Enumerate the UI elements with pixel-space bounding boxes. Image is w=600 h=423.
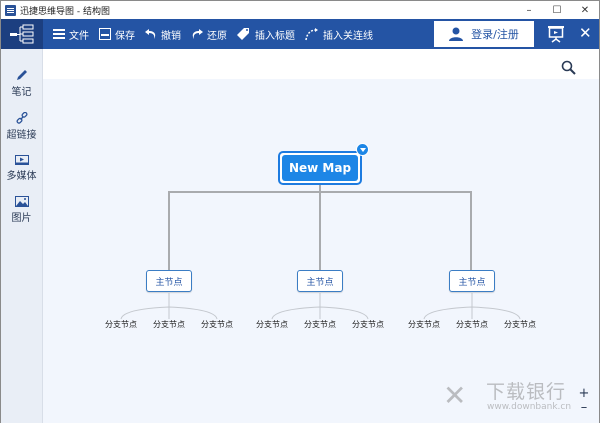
root-node-label: New Map <box>282 155 358 181</box>
insert-title-button[interactable]: 插入标题 <box>237 19 295 49</box>
sidebar: 笔记 超链接 多媒体 图片 <box>1 49 43 423</box>
undo-label: 撤销 <box>161 30 181 42</box>
close-document-button[interactable]: ✕ <box>579 24 592 42</box>
structure-icon <box>10 24 34 44</box>
collapse-toggle-icon[interactable] <box>356 143 369 156</box>
sidebar-item-hyperlink[interactable]: 超链接 <box>1 112 42 141</box>
root-node[interactable]: New Map <box>278 151 362 185</box>
watermark-url: www.downbank.cn <box>487 402 572 412</box>
sidebar-item-multimedia[interactable]: 多媒体 <box>1 155 42 182</box>
login-register-button[interactable]: 登录/注册 <box>434 21 534 47</box>
watermark: ✕ 下载银行 www.downbank.cn <box>443 375 591 421</box>
sub-node[interactable]: 分支节点 <box>256 320 288 329</box>
watermark-text: 下载银行 <box>486 381 567 403</box>
user-icon <box>449 27 464 41</box>
redo-icon <box>192 29 203 39</box>
sub-node[interactable]: 分支节点 <box>201 320 233 329</box>
insert-connector-label: 插入关连线 <box>323 30 373 42</box>
sub-node[interactable]: 分支节点 <box>105 320 137 329</box>
sub-node[interactable]: 分支节点 <box>352 320 384 329</box>
undo-icon <box>145 29 156 39</box>
image-icon <box>14 196 29 207</box>
close-window-button[interactable]: ✕ <box>580 4 590 16</box>
sidebar-item-image[interactable]: 图片 <box>1 196 42 224</box>
sub-branch-curves <box>120 293 521 320</box>
toolbar: 文件 保存 撤销 还原 插入标题 插入关连线 登录/注册 ✕ <box>1 19 599 49</box>
watermark-logo-icon: ✕ <box>443 379 467 412</box>
file-menu-button[interactable]: 文件 <box>53 19 89 49</box>
window-controls: – ☐ ✕ <box>515 1 599 19</box>
branch-connector-2 <box>319 191 321 270</box>
save-icon <box>99 28 111 40</box>
sidebar-item-label: 超链接 <box>6 130 37 141</box>
undo-button[interactable]: 撤销 <box>145 19 181 49</box>
menu-icon <box>53 29 65 39</box>
sub-node[interactable]: 分支节点 <box>408 320 440 329</box>
search-icon <box>561 60 576 75</box>
presentation-button[interactable] <box>547 25 565 47</box>
save-button[interactable]: 保存 <box>99 19 135 49</box>
link-icon <box>15 112 28 124</box>
media-icon <box>14 155 29 165</box>
connector-icon <box>305 28 318 41</box>
sidebar-item-notes[interactable]: 笔记 <box>1 69 42 98</box>
mindmap-canvas[interactable]: New Map 主节点 主节点 主节点 分支节点 分支节点 分支节点 分支节点 … <box>43 79 599 423</box>
window-title: 迅捷思维导图 - 结构图 <box>20 6 110 17</box>
main-node[interactable]: 主节点 <box>297 270 343 292</box>
zoom-in-button[interactable]: + <box>578 386 590 401</box>
zoom-out-button[interactable]: – <box>580 400 588 415</box>
title-bar: 迅捷思维导图 - 结构图 – ☐ ✕ <box>1 1 599 19</box>
login-label: 登录/注册 <box>471 28 519 41</box>
main-node[interactable]: 主节点 <box>449 270 495 292</box>
insert-connector-button[interactable]: 插入关连线 <box>305 19 373 49</box>
pencil-icon <box>16 70 27 80</box>
branch-connector-1 <box>168 191 170 270</box>
branch-connector-3 <box>470 191 472 270</box>
sub-node[interactable]: 分支节点 <box>504 320 536 329</box>
redo-label: 还原 <box>207 30 227 42</box>
sub-node[interactable]: 分支节点 <box>456 320 488 329</box>
minimize-button[interactable]: – <box>526 4 532 16</box>
sub-node[interactable]: 分支节点 <box>304 320 336 329</box>
tag-icon <box>237 28 249 40</box>
file-label: 文件 <box>69 30 89 42</box>
insert-title-label: 插入标题 <box>255 30 295 42</box>
redo-button[interactable]: 还原 <box>191 19 227 49</box>
canvas-topbar <box>43 49 599 79</box>
save-label: 保存 <box>115 30 135 42</box>
sidebar-item-label: 笔记 <box>11 87 32 98</box>
zoom-controls: + – <box>577 387 591 419</box>
structure-menu-button[interactable] <box>1 19 43 49</box>
app-icon <box>5 4 16 16</box>
sidebar-item-label: 多媒体 <box>6 171 37 182</box>
main-node[interactable]: 主节点 <box>146 270 192 292</box>
presentation-icon <box>548 26 564 43</box>
maximize-button[interactable]: ☐ <box>552 4 562 16</box>
sidebar-item-label: 图片 <box>11 213 32 224</box>
sub-node[interactable]: 分支节点 <box>153 320 185 329</box>
root-stem <box>319 185 321 193</box>
search-button[interactable] <box>561 60 577 80</box>
